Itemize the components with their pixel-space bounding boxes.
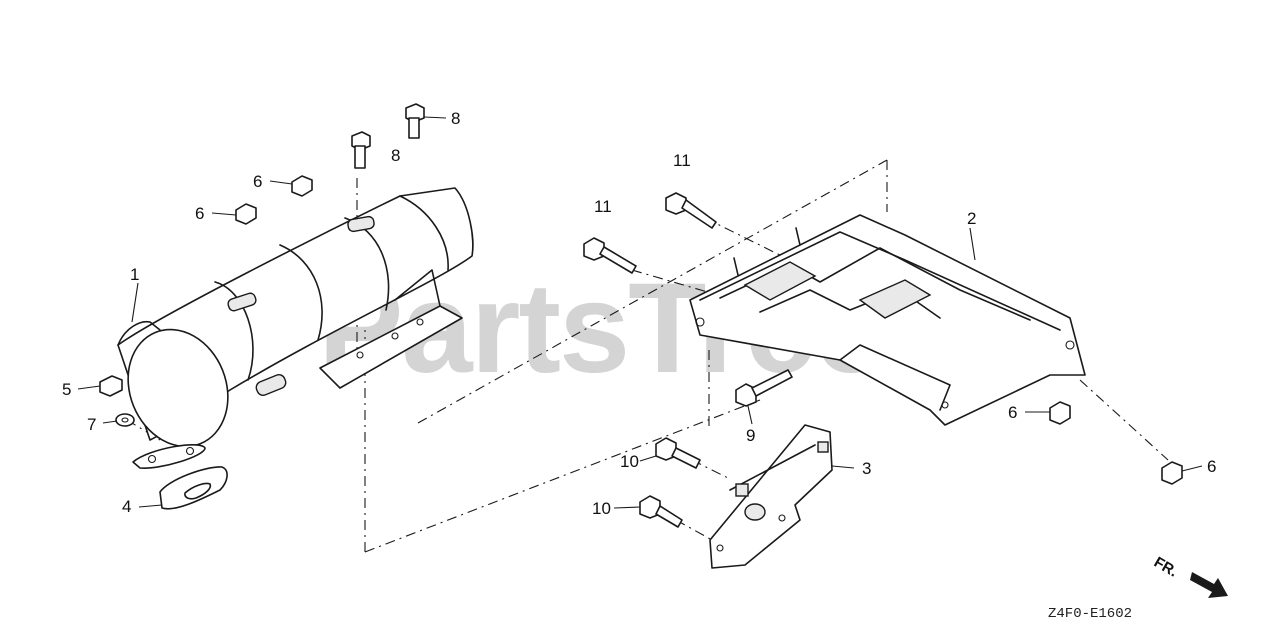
nut-6d-part [1161,461,1183,485]
callout-7: 7 [87,415,96,434]
bolt-10a-part [655,437,701,469]
callout-6d: 6 [1207,457,1216,476]
callout-11a: 11 [673,151,691,170]
bolt-9-part [735,369,793,407]
callout-8b: 8 [391,146,400,165]
front-arrow-icon [1190,572,1228,598]
front-label: FR. [1151,554,1180,581]
callout-5: 5 [62,380,71,399]
nut-6a-part [291,175,313,197]
callout-4: 4 [122,497,131,516]
bolt-11a-part [665,192,717,229]
muffler-part [117,187,474,469]
callouts: 1 2 3 4 5 6 6 6 6 7 8 8 9 10 10 11 11 [62,109,1216,518]
bolt-11b-part [583,237,637,274]
gasket-part [159,466,228,510]
callout-9: 9 [746,426,755,445]
bracket-part [709,424,833,569]
callout-2: 2 [967,209,976,228]
bolt-10b-part [639,495,683,528]
callout-8a: 8 [451,109,460,128]
washer-7-part [115,413,135,427]
bolt-8b-part [351,131,371,169]
nut-6c-part [1049,401,1071,425]
callout-11b: 11 [594,197,612,216]
callout-6b: 6 [195,204,204,223]
callout-1: 1 [130,265,139,284]
nut-6b-part [235,203,257,225]
callout-10a: 10 [620,452,639,471]
diagram-code: Z4F0-E1602 [1048,606,1132,622]
callout-3: 3 [862,459,871,478]
callout-6a: 6 [253,172,262,191]
leader-lines [77,116,1203,509]
front-direction-indicator: FR. [1151,554,1228,598]
callout-6c: 6 [1008,403,1017,422]
bolt-8a-part [405,103,425,139]
protector-part [689,214,1086,426]
callout-10b: 10 [592,499,611,518]
nut-5-part [99,375,123,397]
